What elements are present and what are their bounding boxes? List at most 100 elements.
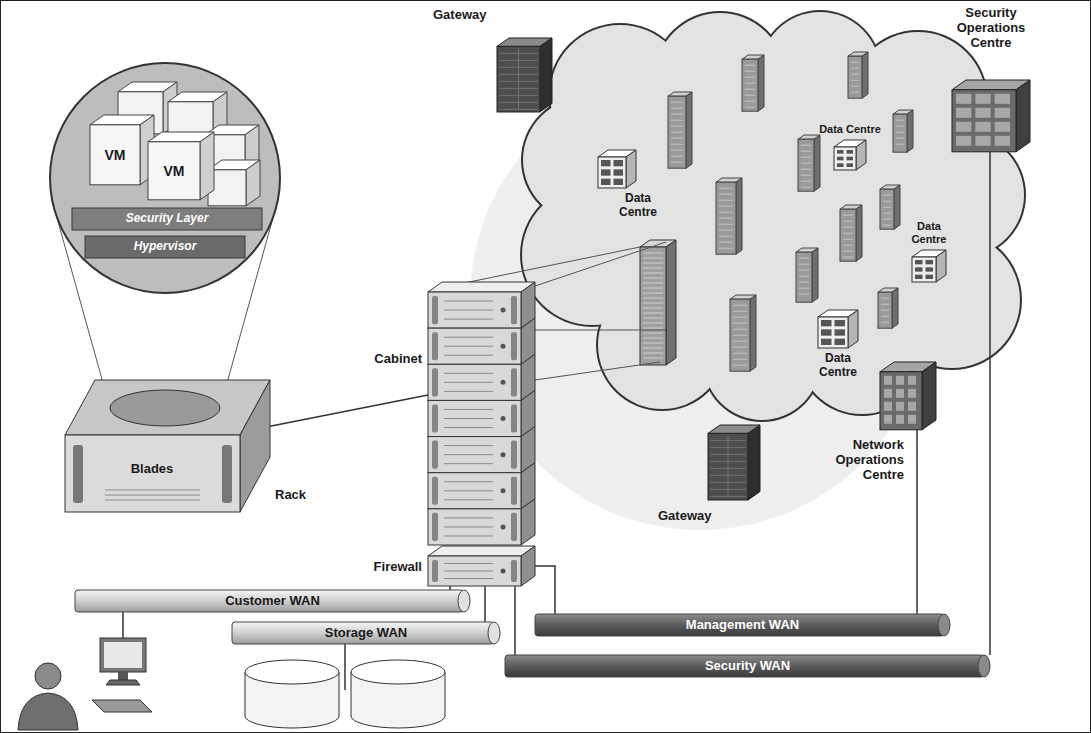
server-slot [733,347,747,348]
text-slot: Data Centre [814,123,886,136]
server-slot [843,233,853,234]
server-slot [643,328,663,329]
unit-handle [511,296,517,324]
rack-grille [105,500,200,501]
gateway-side [540,38,552,112]
text-slot: VM [148,163,200,179]
server-slot [733,341,747,342]
server-slot [671,138,683,139]
disk-side [445,672,446,716]
unit-handle [432,560,438,582]
gateway-front [708,433,748,500]
server-slot [643,283,663,284]
operations-centre: Security Operations Centre [952,80,1030,152]
centre-window [995,122,1010,132]
server-tower-front [848,56,862,98]
node-label: Gateway [658,509,711,524]
server-tower-side [907,110,913,152]
server-slot [643,318,663,319]
wire [122,612,124,638]
node-label: Firewall [374,560,422,575]
server-slot [643,313,663,314]
centre-window [975,108,990,118]
connector-line [484,586,486,622]
data-centre-window [601,179,611,185]
server-slot [745,89,755,90]
text-slot: Data Centre [810,352,866,380]
data-centre-window [835,339,846,345]
data-centre-window [614,169,624,175]
server-slot [643,348,663,349]
server-slot [671,126,683,127]
firewall-unit: Firewall [428,546,535,586]
server-tower-front [730,299,750,371]
unit-handle [432,368,438,396]
unit-vent [444,427,493,428]
data-centre-front [598,157,626,188]
unit-front [428,556,521,586]
centre-building-front [880,372,922,430]
server-slot [643,278,663,279]
server-slot [851,92,859,93]
server-slot [801,145,811,146]
server-slot [881,298,889,299]
server-slot [881,310,889,311]
blade-rack: BladesRack [65,380,270,512]
centre-window [956,94,971,104]
node-icon [428,282,535,545]
data-centre-window [926,267,934,271]
server-slot [719,194,733,195]
connector-line [270,395,428,426]
server-slot [799,294,809,295]
disk-top [245,660,339,684]
unit-vent [444,571,493,572]
server-slot [671,162,683,163]
centre-window [908,402,916,411]
server-slot [733,323,747,324]
text-slot: Blades [112,462,192,477]
server-tower-front [840,209,856,261]
text-slot: VM [90,147,140,163]
server-slot [843,257,853,258]
gateway-grid [728,435,729,498]
server-slot [883,195,891,196]
unit-led [501,344,506,349]
server-slot [843,239,853,240]
centre-window [908,389,916,398]
unit-led [501,308,506,313]
server-slot [799,276,809,277]
server-slot [643,358,663,359]
user-body [18,693,78,730]
unit-front [428,473,521,509]
vm-box-front [90,125,140,185]
layer-band: Hypervisor [85,236,245,258]
zoomed-server-front [640,247,666,365]
text-slot: Data Centre [904,220,954,245]
server-slot [733,359,747,360]
data-centre-window [926,260,934,264]
data-centre-window [614,179,624,185]
node-label: Cabinet [374,352,422,367]
unit-led [501,488,506,493]
wan-pipe: Storage WAN [232,622,500,644]
server-slot [799,288,809,289]
unit-vent [444,445,493,446]
unit-vent [444,418,493,419]
server-slot [643,333,663,334]
cabinet-top [428,282,535,292]
server-slot [851,80,859,81]
data-centre-window [926,275,934,279]
data-centre-icon: Data Centre [834,140,866,170]
server-slot [801,169,811,170]
unit-handle [511,404,517,432]
server-slot [745,71,755,72]
server-slot [671,114,683,115]
server-slot [851,86,859,87]
unit-led [501,452,506,457]
server-tower-side [856,205,862,261]
server-tower-front [893,114,907,152]
server-slot [733,305,747,306]
data-centre-side [626,150,636,188]
server-slot [745,77,755,78]
unit-front [428,364,521,400]
